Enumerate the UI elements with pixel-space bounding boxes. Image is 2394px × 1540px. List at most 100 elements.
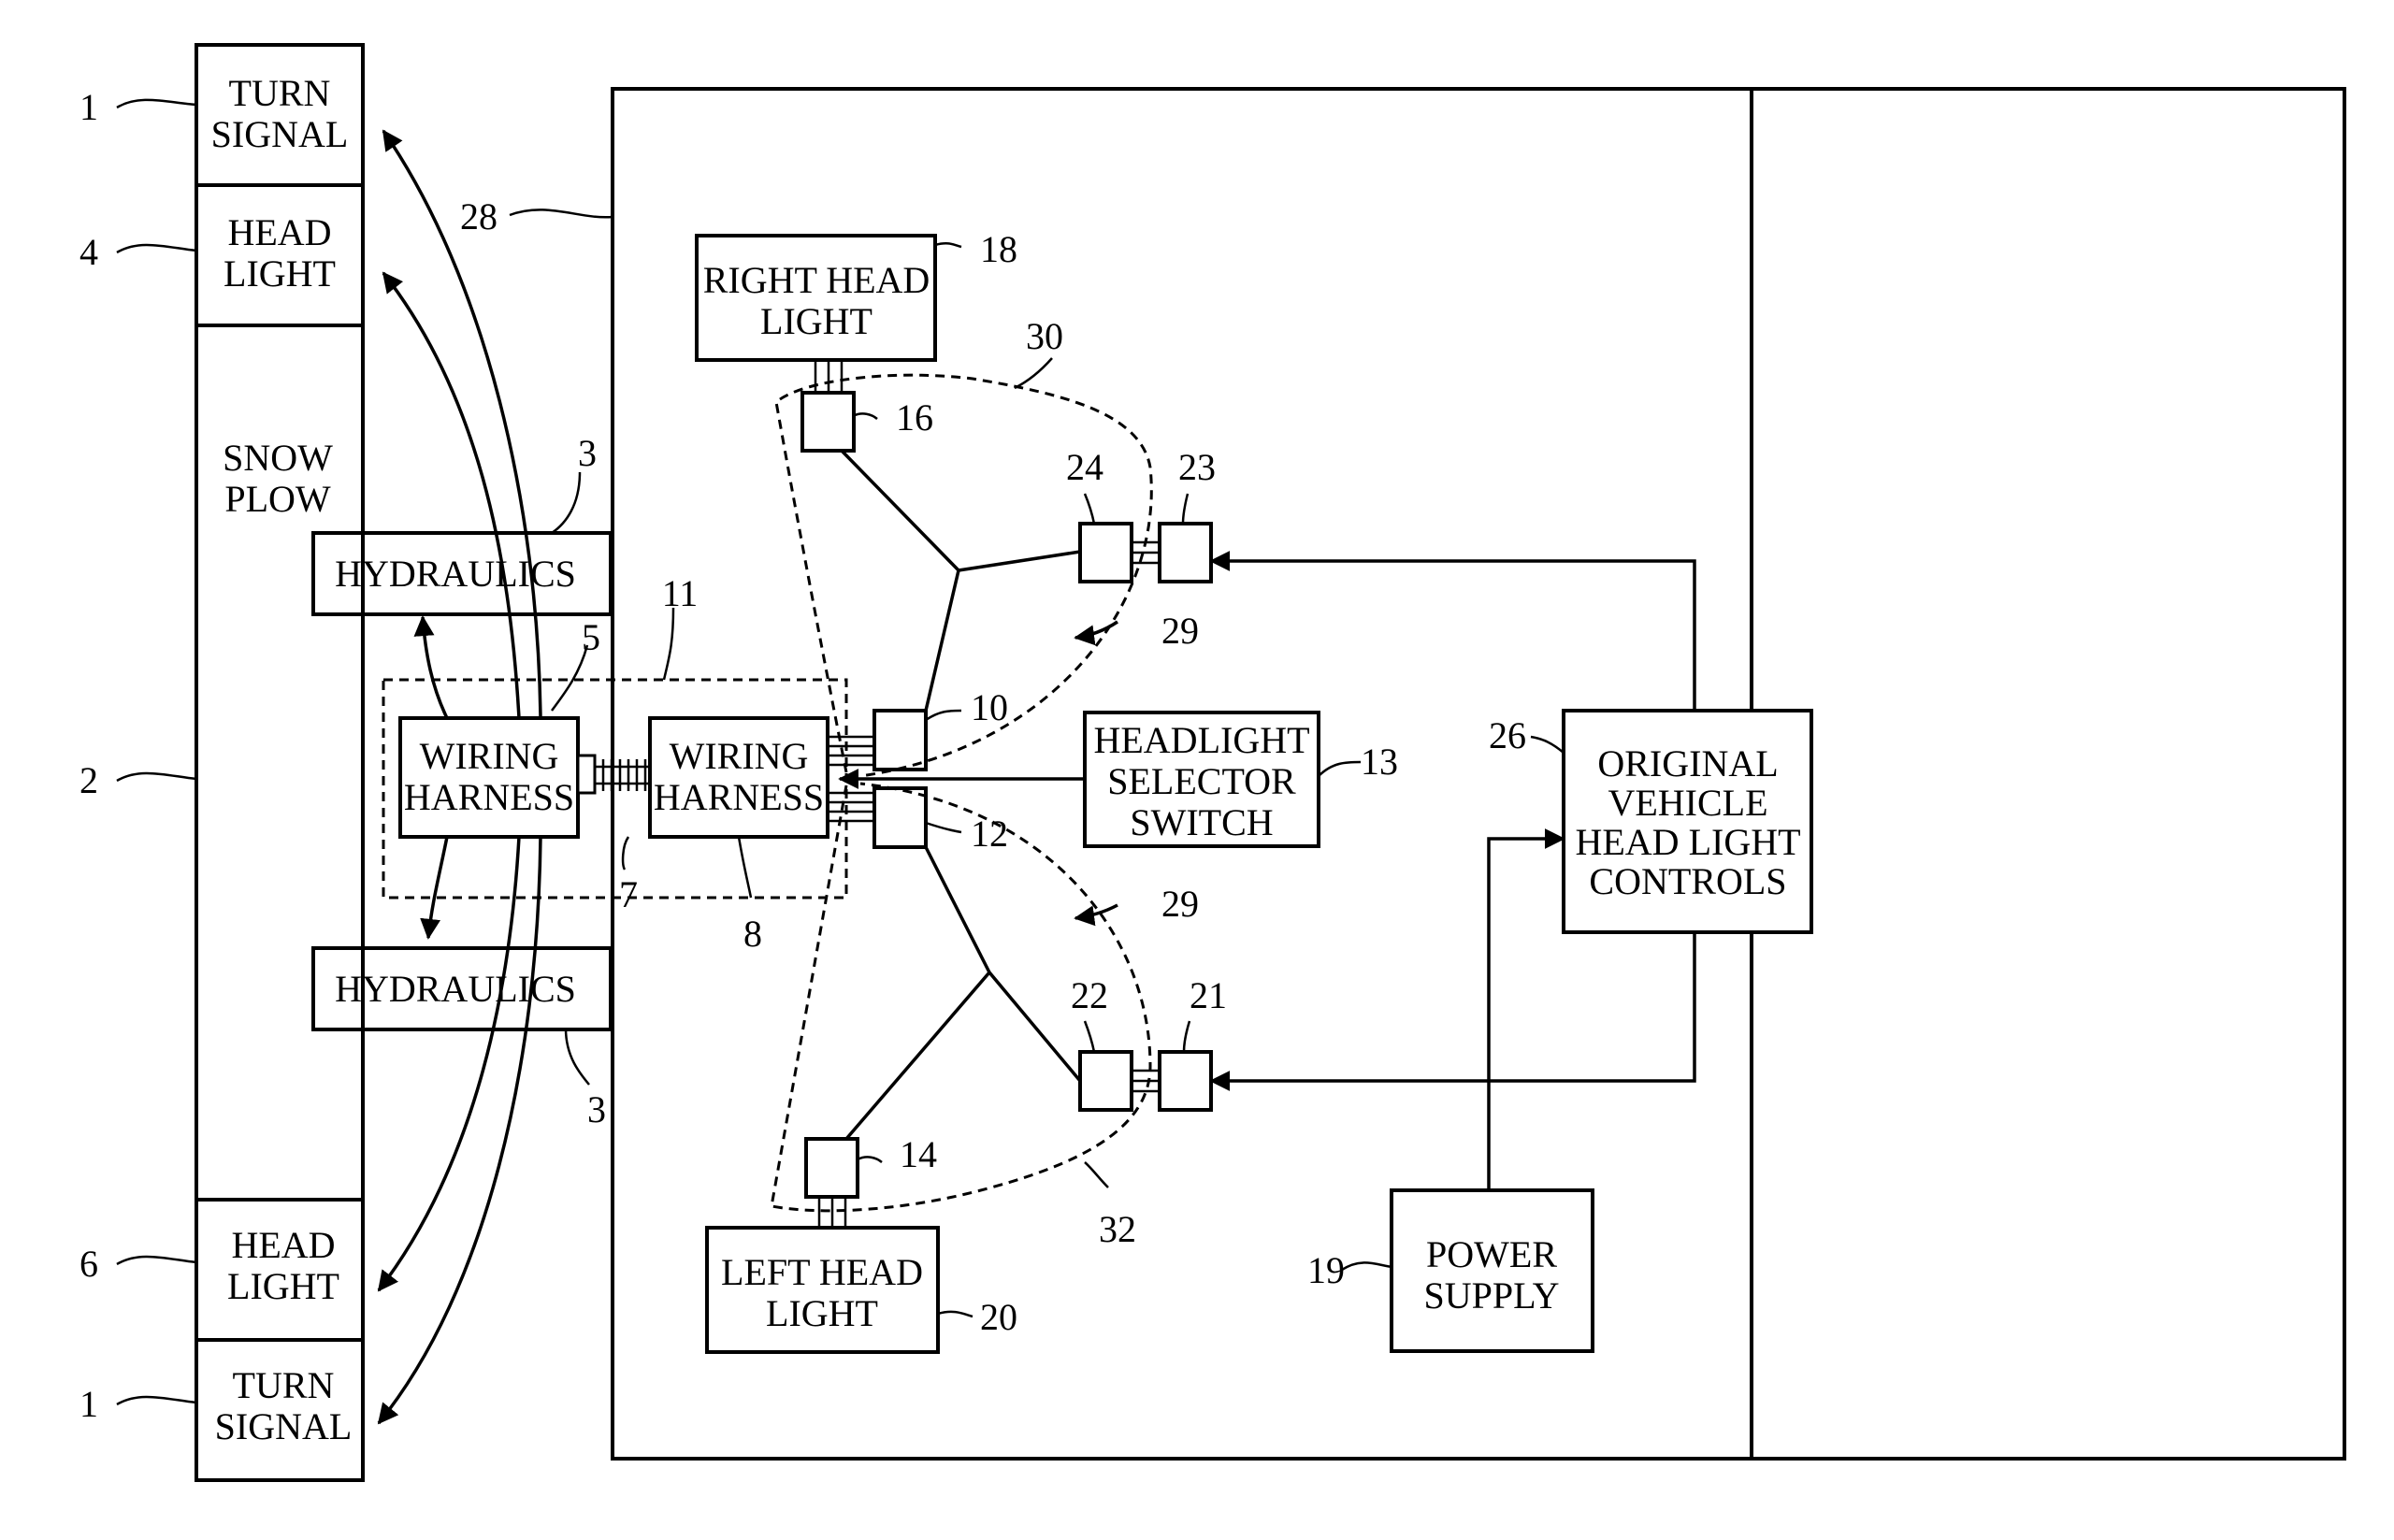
turn-signal-top-box (195, 43, 365, 187)
ref-3-top: 3 (578, 432, 597, 474)
ref-26: 26 (1489, 714, 1526, 756)
ref-24: 24 (1066, 446, 1103, 488)
arrow-harness-to-turn-signal-top (382, 129, 542, 719)
line-controls-to-connector-21 (1209, 932, 1696, 1091)
ref-1-top: 1 (79, 86, 98, 128)
ref-12: 12 (971, 813, 1008, 855)
connector-23 (1158, 522, 1213, 583)
harness-assembly-outline (382, 678, 848, 900)
arrow-harness-to-turn-signal-bottom (377, 836, 542, 1425)
ref-20: 20 (980, 1296, 1017, 1338)
label-wiring-harness-left-2: HARNESS (404, 776, 574, 818)
ref-32: 32 (1099, 1208, 1136, 1250)
ref-3-bottom: 3 (587, 1088, 606, 1130)
harness-link-coil (595, 759, 650, 791)
snow-plow-box (195, 324, 365, 1202)
arrow-29-top (1074, 620, 1118, 646)
label-turn-signal-top-2: SIGNAL (211, 113, 349, 155)
connector-12 (873, 786, 928, 849)
label-original-controls-3: HEAD LIGHT (1575, 821, 1800, 863)
ref-16: 16 (896, 396, 933, 439)
ref-28: 28 (460, 195, 498, 237)
ref-10: 10 (971, 686, 1008, 728)
turn-signal-bottom-box (195, 1338, 365, 1482)
harness-pins (828, 735, 874, 823)
label-power-supply-2: SUPPLY (1424, 1274, 1560, 1317)
label-head-light-top-1: HEAD (227, 211, 331, 253)
label-turn-signal-bottom-1: TURN (233, 1364, 335, 1406)
hydraulics-top-box (311, 531, 613, 616)
wiring-y-junctions (840, 449, 1082, 1141)
connector-22 (1078, 1050, 1133, 1112)
ref-22: 22 (1071, 974, 1108, 1016)
connector-24 (1078, 522, 1133, 583)
label-turn-signal-bottom-2: SIGNAL (215, 1405, 353, 1447)
ref-14: 14 (900, 1133, 937, 1175)
head-light-bottom-box (195, 1198, 365, 1342)
arrow-29-bottom (1074, 903, 1118, 927)
label-original-controls-1: ORIGINAL (1597, 742, 1778, 784)
label-head-light-bottom-1: HEAD (231, 1224, 335, 1266)
ref-30: 30 (1026, 315, 1063, 357)
label-wiring-harness-right-2: HARNESS (654, 776, 824, 818)
arrow-harness-to-hydraulics-bottom (420, 836, 449, 940)
right-head-light-box (695, 234, 937, 362)
connector-10 (873, 709, 928, 771)
headlight-selector-switch-box (1083, 711, 1320, 848)
label-selector-switch-2: SELECTOR (1107, 760, 1296, 802)
ref-5: 5 (582, 616, 600, 658)
arrow-harness-to-hydraulics-top (413, 615, 449, 719)
ref-19: 19 (1307, 1249, 1345, 1291)
ref-29-bottom: 29 (1161, 883, 1199, 925)
head-light-top-box (195, 183, 365, 327)
ref-11: 11 (662, 572, 699, 614)
arrow-harness-to-head-light-top (382, 271, 521, 719)
wiring-harness-right-box (648, 716, 829, 839)
left-head-light-box (705, 1226, 940, 1354)
label-wiring-harness-left-1: WIRING (420, 735, 559, 777)
line-power-to-controls (1487, 828, 1565, 1190)
ref-18: 18 (980, 228, 1017, 270)
connector-pins (814, 360, 1160, 1228)
ref-1-bottom: 1 (79, 1383, 98, 1425)
label-turn-signal-top-1: TURN (229, 72, 331, 114)
label-right-head-light-2: LIGHT (760, 300, 873, 342)
harness-plug (576, 754, 597, 795)
power-supply-box (1390, 1188, 1594, 1353)
ref-7: 7 (619, 873, 638, 915)
ref-2: 2 (79, 759, 98, 801)
connector-21 (1158, 1050, 1213, 1112)
label-selector-switch-3: SWITCH (1130, 801, 1273, 843)
connector-16 (800, 391, 856, 453)
ref-21: 21 (1190, 974, 1227, 1016)
label-original-controls-2: VEHICLE (1608, 782, 1767, 824)
label-snow-plow-2: PLOW (224, 478, 331, 520)
reference-numerals: 1 4 2 6 1 28 3 3 5 11 7 8 18 16 30 24 23… (79, 86, 1526, 1425)
wiring-harness-left-box (398, 716, 580, 839)
ref-6: 6 (79, 1243, 98, 1285)
arrow-harness-to-head-light-bottom (377, 836, 521, 1292)
label-head-light-bottom-2: LIGHT (227, 1265, 339, 1307)
label-left-head-light-1: LEFT HEAD (721, 1251, 923, 1293)
label-right-head-light-1: RIGHT HEAD (703, 259, 930, 301)
line-controls-to-connector-23 (1209, 551, 1696, 711)
box-labels: TURN SIGNAL HEAD LIGHT SNOW PLOW HEAD LI… (211, 72, 1801, 1447)
label-left-head-light-2: LIGHT (766, 1292, 878, 1334)
label-original-controls-4: CONTROLS (1589, 860, 1786, 902)
hydraulics-bottom-box (311, 946, 613, 1031)
ref-13: 13 (1361, 741, 1398, 783)
dashed-region-30 (774, 373, 1153, 778)
label-selector-switch-1: HEADLIGHT (1093, 719, 1309, 761)
original-controls-box (1562, 709, 1813, 934)
ref-29-top: 29 (1161, 610, 1199, 652)
reference-leaders (116, 98, 1565, 1406)
label-hydraulics-bottom: HYDRAULICS (335, 968, 576, 1010)
ref-8: 8 (743, 913, 762, 955)
ref-23: 23 (1178, 446, 1216, 488)
label-wiring-harness-right-1: WIRING (670, 735, 809, 777)
label-power-supply-1: POWER (1426, 1233, 1557, 1275)
connector-14 (804, 1137, 859, 1199)
ref-4: 4 (79, 231, 98, 273)
label-snow-plow-1: SNOW (223, 437, 333, 479)
